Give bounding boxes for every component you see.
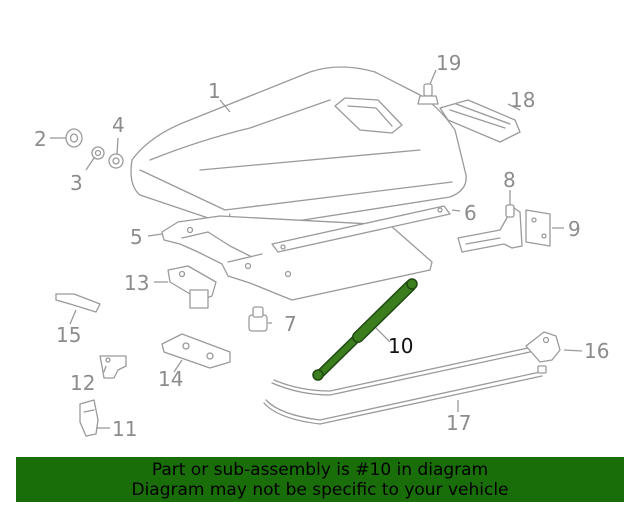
hinge-plate-part-9 — [525, 209, 551, 247]
callout-9: 9 — [568, 217, 581, 241]
callout-5: 5 — [130, 225, 143, 249]
callout-17: 17 — [446, 411, 471, 435]
gas-strut-part-10 — [312, 278, 418, 381]
callout-14: 14 — [158, 367, 183, 391]
bumper-part-7 — [248, 306, 268, 332]
callout-16: 16 — [584, 339, 609, 363]
callout-15: 15 — [56, 323, 81, 347]
leader-lines — [50, 69, 583, 429]
latch-part-13 — [167, 265, 217, 309]
banner-line-1: Part or sub-assembly is #10 in diagram — [151, 460, 489, 480]
callout-12: 12 — [70, 371, 95, 395]
handle-part-11 — [79, 399, 99, 437]
scoop-part-18 — [439, 99, 521, 143]
callout-7: 7 — [284, 312, 297, 336]
weatherstrip-part-6 — [271, 205, 451, 253]
bracket-part-15 — [55, 293, 101, 313]
fasteners-2-3-4 — [65, 128, 124, 169]
callout-6: 6 — [464, 201, 477, 225]
hood-part-1 — [130, 66, 467, 228]
callout-1: 1 — [208, 79, 221, 103]
bolt-part-19 — [417, 83, 439, 105]
striker-part-14 — [161, 333, 231, 369]
cable-part-17 — [263, 365, 547, 425]
banner-line-2: Diagram may not be specific to your vehi… — [131, 480, 509, 500]
callout-8: 8 — [503, 168, 516, 192]
info-banner: Part or sub-assembly is #10 in diagram D… — [16, 457, 624, 502]
callout-10: 10 — [388, 334, 413, 358]
clip-part-12 — [99, 355, 127, 379]
callout-2: 2 — [34, 127, 47, 151]
callout-4: 4 — [112, 113, 125, 137]
callout-11: 11 — [112, 417, 137, 441]
cable-part-16 — [271, 331, 561, 396]
callout-18: 18 — [510, 88, 535, 112]
callout-3: 3 — [70, 171, 83, 195]
hinge-part-8 — [457, 204, 523, 253]
insulator-part-5 — [161, 215, 433, 301]
callout-13: 13 — [124, 271, 149, 295]
callout-19: 19 — [436, 51, 461, 75]
parts-diagram: 1 2 3 4 5 6 7 8 9 10 11 12 13 14 15 16 1… — [34, 51, 609, 441]
